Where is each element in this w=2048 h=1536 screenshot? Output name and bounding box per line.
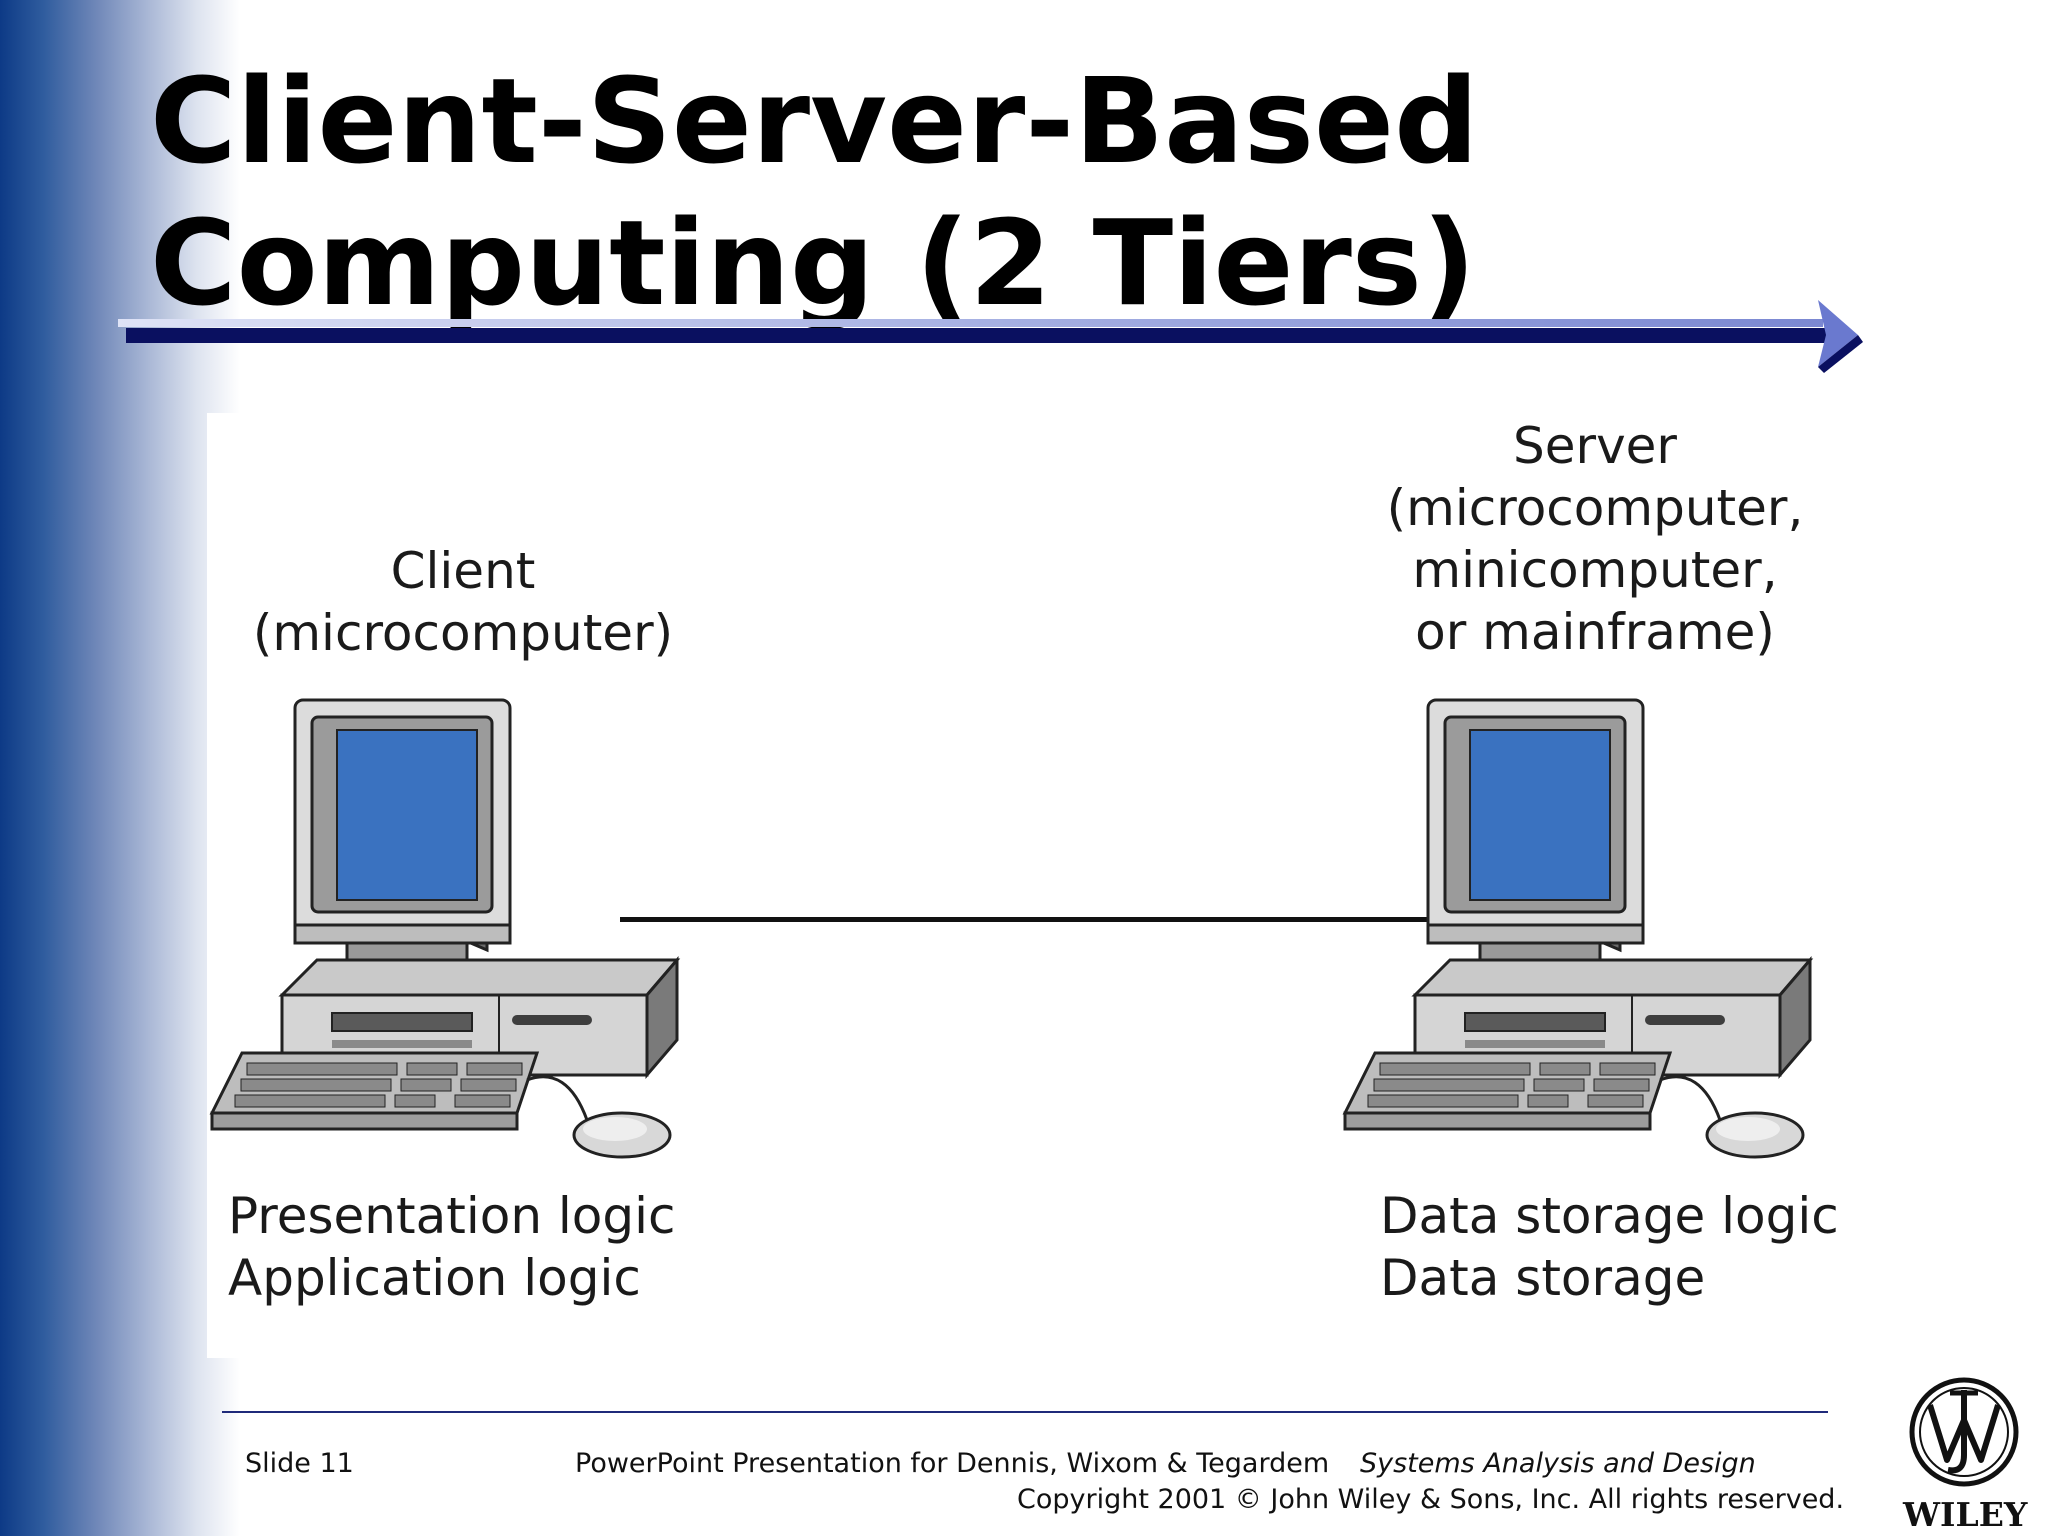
server-heading-line-3: minicomputer,	[1412, 541, 1778, 599]
book-title: Systems Analysis and Design	[1360, 1448, 1756, 1479]
client-heading-line-1: Client	[390, 542, 536, 600]
server-heading-label: Server (microcomputer, minicomputer, or …	[1365, 415, 1825, 663]
client-heading-label: Client (microcomputer)	[248, 540, 678, 664]
server-responsibilities: Data storage logic Data storage	[1380, 1185, 1839, 1309]
server-heading-line-2: (microcomputer,	[1386, 479, 1804, 537]
wiley-logo-icon	[1909, 1377, 2019, 1487]
server-heading-line-4: or mainframe)	[1415, 603, 1775, 661]
title-line-2: Computing (2 Tiers)	[150, 194, 1476, 332]
client-heading-line-2: (microcomputer)	[252, 604, 674, 662]
client-responsibility-2: Application logic	[228, 1249, 641, 1307]
client-responsibilities: Presentation logic Application logic	[228, 1185, 676, 1309]
server-heading-line-1: Server	[1513, 417, 1677, 475]
server-responsibility-2: Data storage	[1380, 1249, 1706, 1307]
sidebar-gradient	[0, 0, 240, 1536]
title-arrow-icon	[118, 300, 1863, 373]
server-computer-icon	[1342, 698, 1814, 1159]
slide-number: Slide 11	[245, 1448, 354, 1479]
slide-title: Client-Server-Based Computing (2 Tiers)	[150, 50, 1850, 334]
server-responsibility-1: Data storage logic	[1380, 1187, 1839, 1245]
client-responsibility-1: Presentation logic	[228, 1187, 676, 1245]
client-computer-icon	[209, 698, 681, 1159]
wiley-logo-text: WILEY	[1903, 1495, 2028, 1534]
network-connection-line	[620, 917, 1450, 922]
title-line-1: Client-Server-Based	[150, 52, 1479, 190]
copyright-notice: Copyright 2001 © John Wiley & Sons, Inc.…	[1017, 1484, 1845, 1515]
footer-rule	[222, 1411, 1828, 1413]
presentation-credit: PowerPoint Presentation for Dennis, Wixo…	[575, 1448, 1330, 1479]
